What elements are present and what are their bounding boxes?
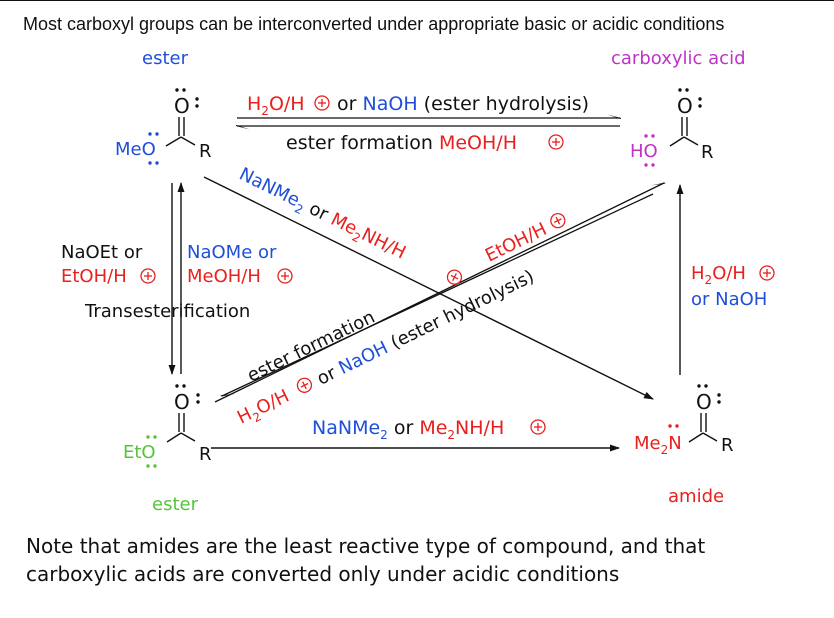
plus-icon <box>314 95 330 111</box>
carboxylic-acid: carboxylic acid O HO R <box>611 48 746 167</box>
condition-bottom: NaNMe2 or Me2NH/H <box>312 417 546 442</box>
methyl-ester: ester O MeO R <box>115 48 212 165</box>
condition-diag-down: NaNMe2 or Me2NH/H <box>236 164 465 288</box>
condition-left-up: NaOMe or MeOH/H <box>187 242 293 287</box>
top-forward-h2o: H2O/H <box>247 93 305 118</box>
amide-bond-left <box>688 432 704 443</box>
methyl-ester-r: R <box>199 141 212 162</box>
top-forward-rest: or NaOH (ester hydrolysis) <box>331 93 589 115</box>
amide-label: amide <box>668 486 724 507</box>
carboxylic-acid-bond-left <box>669 136 685 147</box>
left-down-line2: EtOH/H <box>61 266 127 287</box>
right-up-line2: or NaOH <box>691 289 767 310</box>
ethyl-ester-label: ester <box>152 494 199 515</box>
amide-r: R <box>721 435 734 456</box>
condition-top-forward: H2O/H or NaOH (ester hydrolysis) <box>247 93 589 118</box>
page-title: Most carboxyl groups can be interconvert… <box>23 14 724 34</box>
methyl-ester-o-lone-pairs <box>148 132 159 165</box>
plus-icon <box>759 265 775 281</box>
transesterification-label: Transesterification <box>84 301 250 322</box>
condition-diag-up-a: EtOH/H <box>482 210 568 267</box>
amide-substituent: Me2N <box>634 433 682 457</box>
condition-left-down: NaOEt or EtOH/H <box>61 242 156 287</box>
carboxylic-acid-bond-right <box>683 136 699 146</box>
left-up-line2: MeOH/H <box>187 266 261 287</box>
ethyl-ester-r: R <box>199 444 212 465</box>
note-line-1: Note that amides are the least reactive … <box>26 534 705 558</box>
methyl-ester-bond-right <box>180 136 196 146</box>
diag-up-c-h2o: H2O/H <box>234 386 294 432</box>
bottom-text: NaNMe2 or Me2NH/H <box>312 417 504 442</box>
arrow-methyl-ester-to-amide <box>203 176 654 400</box>
methyl-ester-bond-left <box>165 136 182 147</box>
methyl-ester-lone-pairs <box>175 88 199 108</box>
ethyl-ester-bond-right <box>180 432 196 442</box>
ethyl-ester-o-lone-pairs <box>146 435 157 468</box>
arrow-diag-ester-hydrolysis <box>220 193 654 397</box>
plus-icon <box>530 419 546 435</box>
carboxylic-acid-carbonyl-o: O <box>677 94 693 118</box>
note-line-2: carboxylic acids are converted only unde… <box>26 562 619 586</box>
ethyl-ester: O EtO R ester <box>123 384 212 515</box>
amide-bond-right <box>702 432 718 442</box>
carboxylic-acid-r: R <box>701 142 714 163</box>
plus-icon <box>548 134 564 150</box>
ethyl-ester-lone-pairs <box>175 384 200 404</box>
amide: O Me2N R amide <box>634 384 734 507</box>
carboxylic-acid-substituent: HO <box>630 141 658 162</box>
amide-carbonyl-o: O <box>696 390 712 414</box>
left-up-line1: NaOMe or <box>187 242 277 263</box>
arrow-diag-ester-formation <box>214 182 666 403</box>
plus-icon <box>547 210 568 231</box>
carboxylic-acid-lone-pairs <box>678 88 702 108</box>
methyl-ester-label: ester <box>142 48 189 69</box>
plus-icon <box>140 268 156 284</box>
amide-lone-pairs <box>697 384 721 404</box>
left-down-line1: NaOEt or <box>61 242 143 263</box>
right-up-line1: H2O/H <box>691 263 746 287</box>
condition-diag-up-c: H2O/H or NaOH (ester hydrolysis) <box>234 266 538 432</box>
carboxylic-acid-label: carboxylic acid <box>611 48 746 69</box>
ethyl-ester-carbonyl-o: O <box>174 390 190 414</box>
methyl-ester-carbonyl-o: O <box>174 94 190 118</box>
amide-n-lone-pair <box>668 424 679 428</box>
ethyl-ester-substituent: EtO <box>123 442 156 463</box>
condition-top-reverse: ester formation MeOH/H <box>286 132 564 154</box>
carboxylic-acid-o-lone-pairs <box>644 134 655 167</box>
diag-up-a-text: EtOH/H <box>482 219 550 267</box>
top-reverse-text: ester formation MeOH/H <box>286 132 517 154</box>
plus-icon <box>277 268 293 284</box>
methyl-ester-substituent: MeO <box>115 139 156 160</box>
ethyl-ester-bond-left <box>166 432 182 443</box>
condition-right-up: H2O/H or NaOH <box>691 263 775 310</box>
